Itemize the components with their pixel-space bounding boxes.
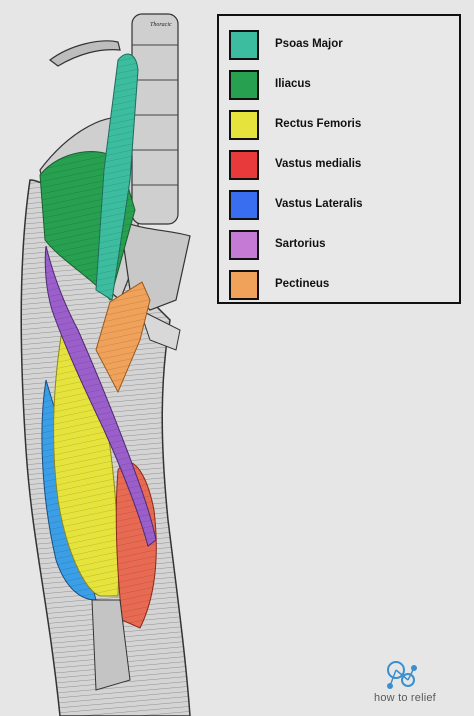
legend-item-iliacus: Iliacus — [229, 70, 453, 100]
legend-label: Pectineus — [275, 278, 330, 290]
legend-label: Psoas Major — [275, 38, 343, 50]
rib-bone — [48, 40, 121, 67]
legend-swatch — [229, 110, 259, 140]
legend-swatch — [229, 30, 259, 60]
knee-tendons — [91, 599, 131, 691]
network-person-icon — [387, 661, 417, 689]
legend-swatch — [229, 70, 259, 100]
muscle-legend: Psoas Major Iliacus Rectus Femoris Vastu… — [217, 14, 461, 304]
vertebral-column: Thoracic — [131, 13, 179, 225]
legend-label: Vastus medialis — [275, 158, 362, 170]
legend-swatch — [229, 270, 259, 300]
vertebra-label: Thoracic — [150, 22, 172, 28]
legend-label: Vastus Lateralis — [275, 198, 363, 210]
legend-item-vastus-lateralis: Vastus Lateralis — [229, 190, 453, 220]
legend-item-rectus-femoris: Rectus Femoris — [229, 110, 453, 140]
brand-logo: how to relief — [362, 660, 448, 710]
logo-text: how to relief — [374, 692, 436, 704]
legend-swatch — [229, 230, 259, 260]
legend-item-vastus-medialis: Vastus medialis — [229, 150, 453, 180]
legend-item-psoas-major: Psoas Major — [229, 30, 453, 60]
legend-label: Iliacus — [275, 78, 311, 90]
legend-label: Sartorius — [275, 238, 326, 250]
legend-swatch — [229, 190, 259, 220]
legend-swatch — [229, 150, 259, 180]
femur-neck — [139, 309, 181, 351]
legend-item-pectineus: Pectineus — [229, 270, 453, 300]
legend-item-sartorius: Sartorius — [229, 230, 453, 260]
legend-label: Rectus Femoris — [275, 118, 362, 130]
